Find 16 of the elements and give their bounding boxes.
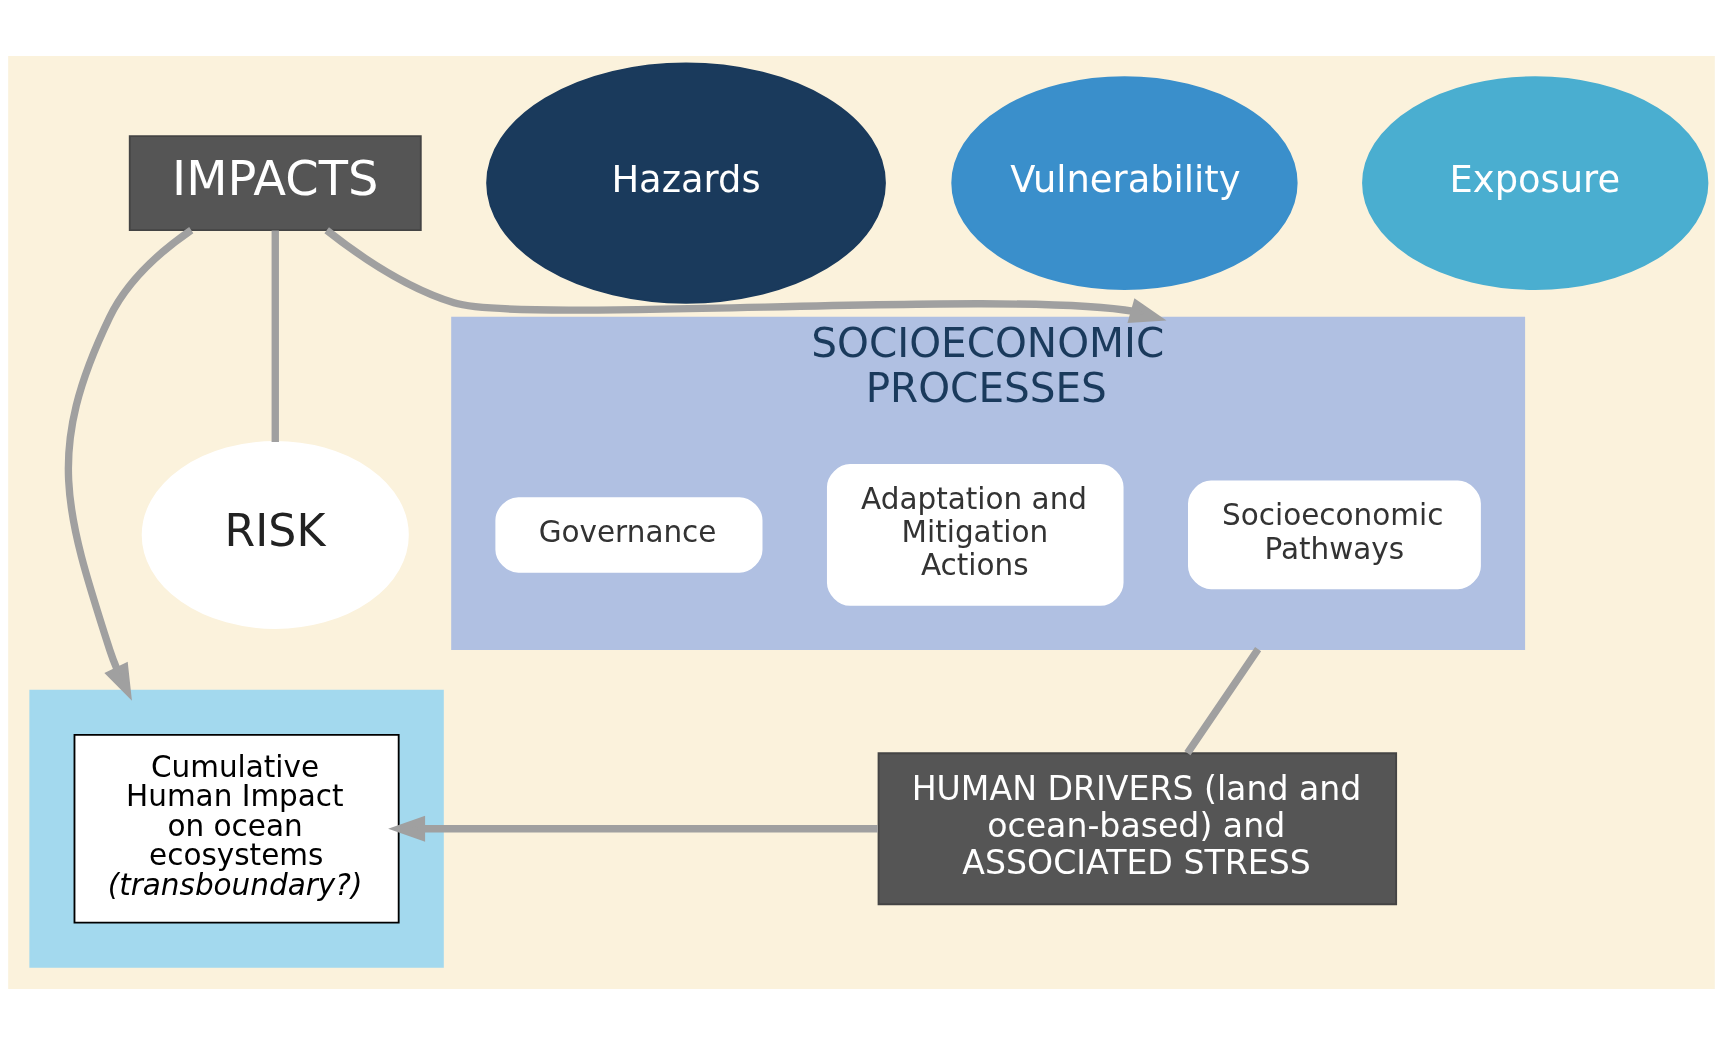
cluster [29, 689, 444, 968]
node-box: Socioeconomic Pathways [1188, 480, 1481, 589]
node-box: Cumulative Human Impact on ocean ecosystems (transboundary?) [73, 733, 400, 924]
connector [271, 229, 279, 442]
node-ellipse: Hazards [486, 61, 886, 304]
connector [1184, 646, 1262, 755]
arrow [324, 226, 1167, 323]
arrow [388, 815, 878, 842]
node-ellipse: Vulnerability [951, 75, 1298, 290]
node-ellipse: RISK [141, 440, 409, 629]
node-box: Adaptation and Mitigation Actions [826, 463, 1124, 606]
node-ellipse: Exposure [1362, 75, 1709, 290]
node-box: Governance [495, 496, 763, 573]
node-box: HUMAN DRIVERS (land and ocean-based) and ASSOCIATED STRESS [877, 751, 1398, 905]
arrow [64, 226, 194, 701]
node-box: IMPACTS [128, 134, 422, 231]
